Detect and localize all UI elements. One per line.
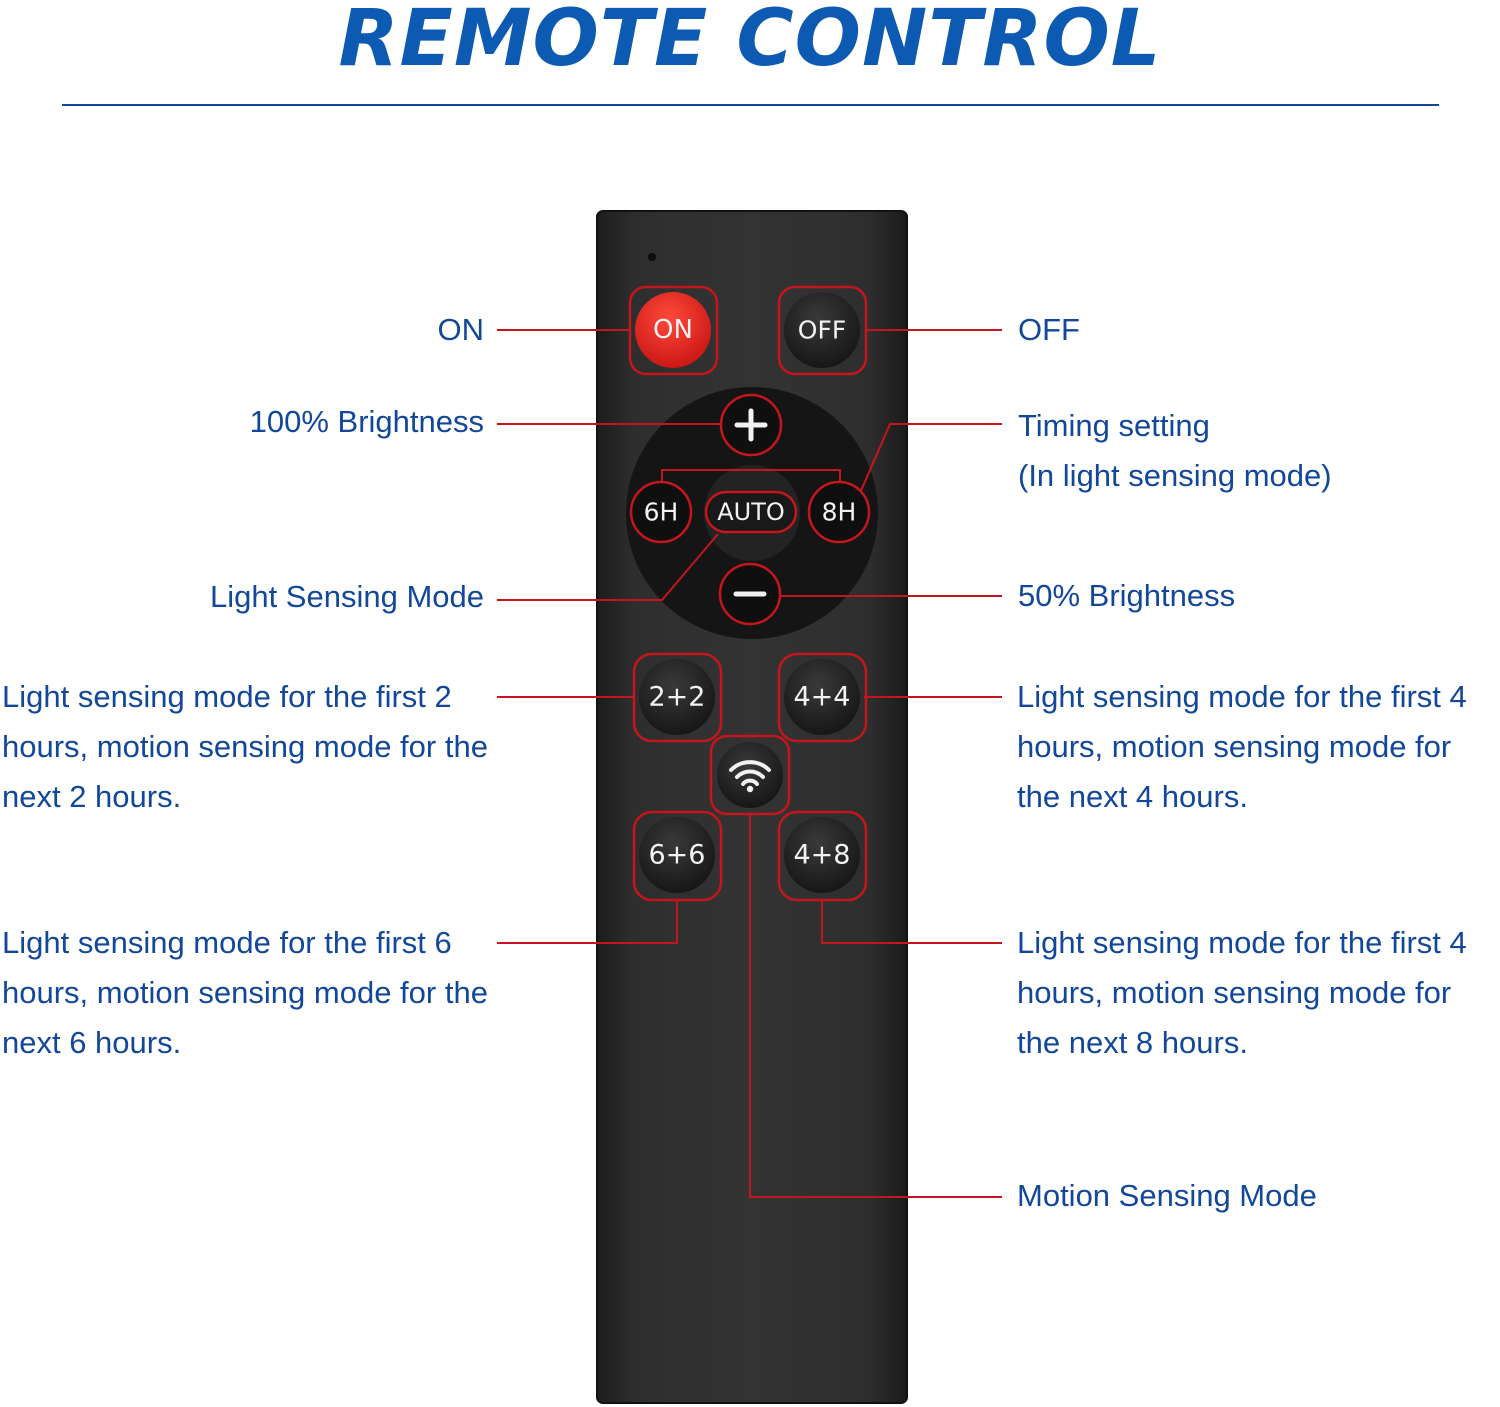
label-mode-6-6: Light sensing mode for the first 6 hours…: [2, 925, 488, 1060]
label-50-brightness: 50% Brightness: [1018, 578, 1236, 613]
label-motion-sensing-mode: Motion Sensing Mode: [1017, 1178, 1317, 1213]
minus-button[interactable]: [718, 562, 782, 626]
48-button-label: 4+8: [794, 840, 851, 871]
auto-button-label: AUTO: [717, 498, 785, 526]
plus-icon: [734, 408, 768, 442]
label-off: OFF: [1018, 312, 1080, 347]
label-on: ON: [437, 312, 485, 347]
off-button[interactable]: OFF: [784, 292, 860, 368]
plus-button[interactable]: [719, 393, 783, 457]
page-title: REMOTE CONTROL: [338, 0, 1162, 84]
off-button-label: OFF: [798, 316, 846, 345]
6h-button[interactable]: 6H: [629, 480, 693, 544]
callout-light-sensing: [497, 533, 719, 601]
label-mode-2-2: Light sensing mode for the first 2 hours…: [2, 679, 488, 814]
auto-button[interactable]: AUTO: [704, 490, 798, 534]
label-mode-4-8: Light sensing mode for the first 4 hours…: [1017, 925, 1467, 1060]
on-button-label: ON: [653, 315, 693, 345]
callout-timing-link: [859, 423, 1002, 494]
22-button-label: 2+2: [649, 682, 706, 713]
callout-timing: [661, 469, 841, 482]
callout-48: [821, 900, 1002, 944]
22-highlight: [632, 652, 723, 743]
on-button[interactable]: ON: [635, 292, 711, 368]
motion-button[interactable]: [717, 742, 783, 808]
6h-button-label: 6H: [644, 498, 679, 527]
callout-66: [497, 900, 678, 944]
label-100-brightness: 100% Brightness: [249, 404, 484, 439]
8h-button-label: 8H: [822, 498, 857, 527]
66-highlight: [632, 810, 723, 902]
66-button[interactable]: 6+6: [639, 817, 715, 893]
title-divider: [62, 104, 1439, 106]
off-highlight: [777, 285, 868, 376]
label-timing-setting: Timing setting: [1018, 408, 1210, 443]
44-button[interactable]: 4+4: [784, 659, 860, 735]
wifi-icon: [729, 760, 771, 786]
label-light-sensing-mode: Light Sensing Mode: [209, 579, 484, 614]
48-button[interactable]: 4+8: [784, 817, 860, 893]
callout-lines: [497, 329, 1002, 1198]
motion-highlight: [709, 734, 791, 816]
22-button[interactable]: 2+2: [639, 659, 715, 735]
label-mode-4-4: Light sensing mode for the first 4 hours…: [1017, 679, 1467, 814]
44-highlight: [777, 652, 868, 743]
label-timing-note: (In light sensing mode): [1018, 458, 1332, 493]
66-button-label: 6+6: [649, 840, 706, 871]
on-highlight: [628, 285, 719, 376]
callout-motion: [749, 814, 1002, 1198]
8h-button[interactable]: 8H: [807, 480, 871, 544]
48-highlight: [777, 810, 868, 902]
ir-sensor: [648, 253, 656, 261]
44-button-label: 4+4: [794, 682, 851, 713]
